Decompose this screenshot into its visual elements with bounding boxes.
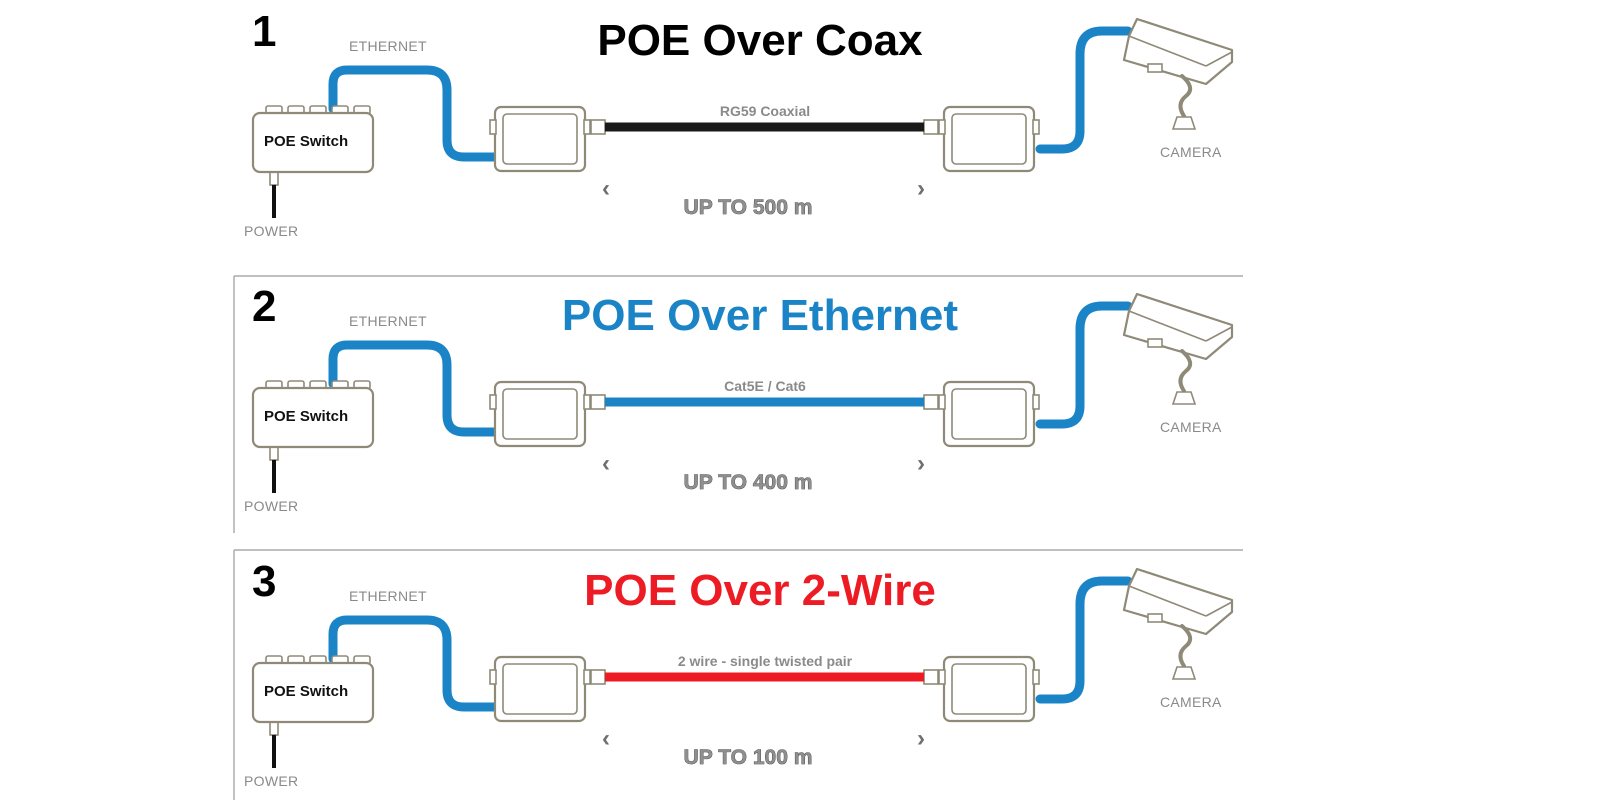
poe-switch-icon bbox=[251, 380, 375, 449]
extender-box-icon bbox=[489, 380, 591, 448]
camera-label: CAMERA bbox=[1160, 144, 1222, 160]
extender-box-icon bbox=[489, 655, 591, 723]
ethernet-cable bbox=[1035, 301, 1133, 429]
switch-label: POE Switch bbox=[264, 408, 348, 425]
cable-label: Cat5E / Cat6 bbox=[724, 378, 806, 394]
ethernet-label: ETHERNET bbox=[349, 38, 427, 54]
distance-label: UP TO 400 m bbox=[684, 471, 813, 494]
chevron-left-icon: ‹ bbox=[602, 725, 610, 752]
panel-title: POE Over 2-Wire bbox=[584, 566, 936, 615]
distance-label: UP TO 100 m bbox=[684, 746, 813, 769]
ethernet-cable bbox=[1035, 26, 1133, 154]
camera-label: CAMERA bbox=[1160, 694, 1222, 710]
poe-switch-icon bbox=[251, 105, 375, 174]
switch-label: POE Switch bbox=[264, 133, 348, 150]
panel-title: POE Over Ethernet bbox=[562, 291, 958, 340]
switch-label: POE Switch bbox=[264, 683, 348, 700]
extender-box-icon bbox=[938, 380, 1040, 448]
chevron-left-icon: ‹ bbox=[602, 450, 610, 477]
ethernet-cable bbox=[328, 340, 500, 437]
ethernet-label: ETHERNET bbox=[349, 313, 427, 329]
panel-number: 1 bbox=[252, 7, 276, 56]
cable-connector bbox=[923, 119, 939, 135]
panel-number: 2 bbox=[252, 282, 276, 331]
cable-connector bbox=[923, 669, 939, 685]
power-label: POWER bbox=[244, 223, 298, 239]
distance-label: UP TO 500 m bbox=[684, 196, 813, 219]
cable-connector bbox=[590, 119, 606, 135]
power-label: POWER bbox=[244, 773, 298, 789]
power-label: POWER bbox=[244, 498, 298, 514]
cable-connector bbox=[590, 394, 606, 410]
cable-label: RG59 Coaxial bbox=[720, 103, 810, 119]
extender-box-icon bbox=[938, 655, 1040, 723]
cable-connector bbox=[590, 669, 606, 685]
poe-switch-icon bbox=[251, 655, 375, 724]
cable-label: 2 wire - single twisted pair bbox=[678, 653, 853, 669]
panel-number: 3 bbox=[252, 557, 276, 606]
camera-icon bbox=[1122, 292, 1234, 405]
extender-box-icon bbox=[489, 105, 591, 173]
chevron-right-icon: › bbox=[917, 450, 925, 477]
camera-icon bbox=[1122, 17, 1234, 130]
ethernet-cable bbox=[328, 615, 500, 712]
panel: 3 POE Over 2-Wire ETHERNET POWER POE Switch 2… bbox=[244, 557, 1234, 789]
chevron-right-icon: › bbox=[917, 175, 925, 202]
ethernet-label: ETHERNET bbox=[349, 588, 427, 604]
panel: 1 POE Over Coax ETHERNET POWER POE Switch RG5… bbox=[244, 7, 1234, 239]
chevron-left-icon: ‹ bbox=[602, 175, 610, 202]
extender-box-icon bbox=[938, 105, 1040, 173]
ethernet-cable bbox=[328, 65, 500, 162]
camera-label: CAMERA bbox=[1160, 419, 1222, 435]
camera-icon bbox=[1122, 567, 1234, 680]
panel-title: POE Over Coax bbox=[597, 16, 923, 65]
panel: 2 POE Over Ethernet ETHERNET POWER POE Switc… bbox=[244, 282, 1234, 514]
chevron-right-icon: › bbox=[917, 725, 925, 752]
cable-connector bbox=[923, 394, 939, 410]
ethernet-cable bbox=[1035, 576, 1133, 704]
